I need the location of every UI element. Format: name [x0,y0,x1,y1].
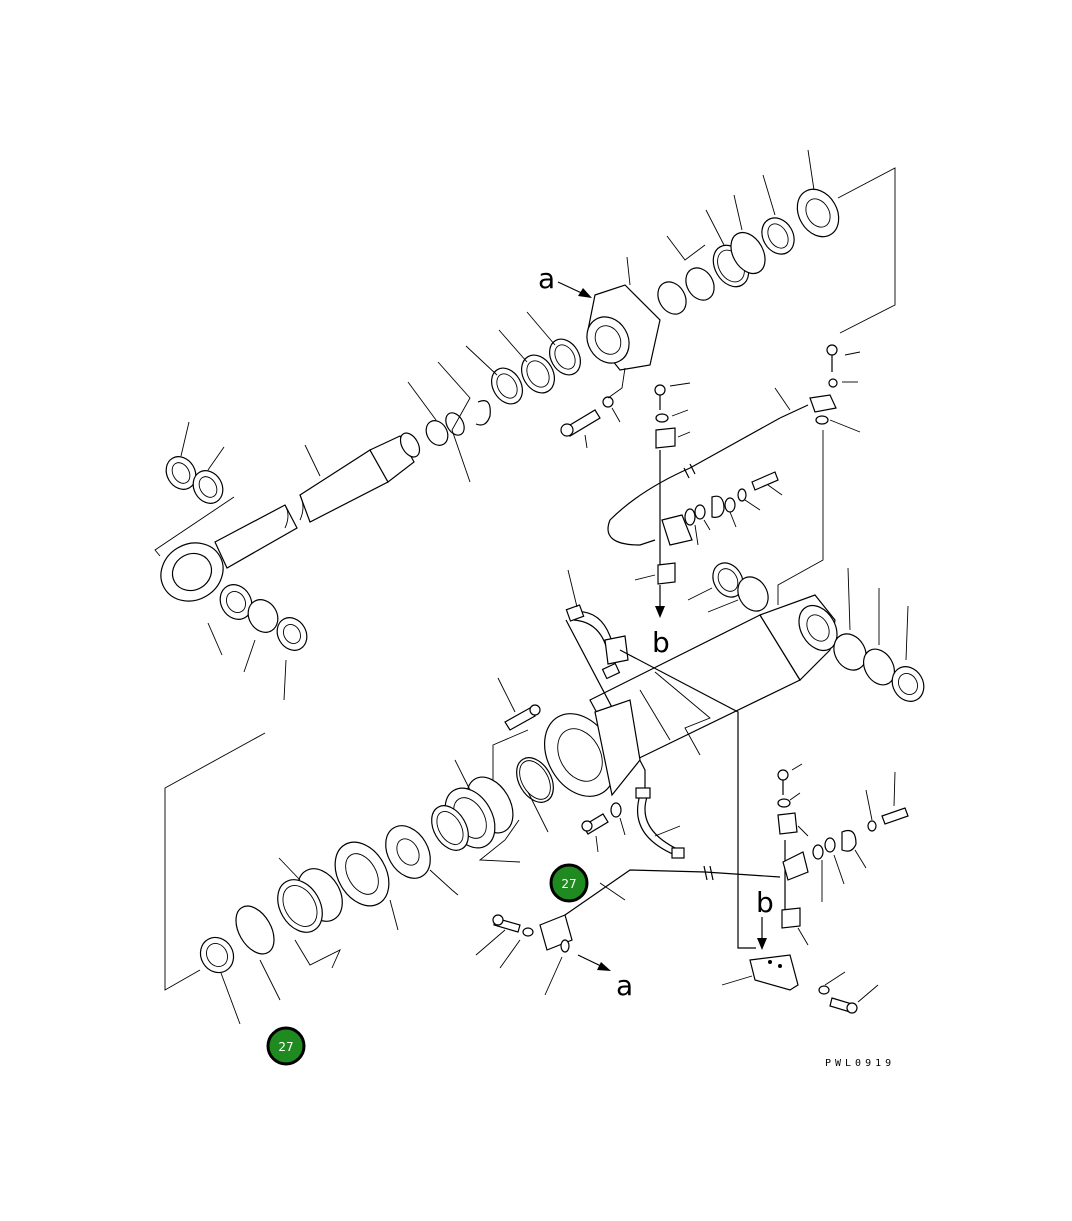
bracket-assembly: b [721,763,909,1014]
view-b-label-bottom: b [756,886,774,919]
hose-assembly-top: b [607,344,861,659]
view-a-arrow-top: a [538,262,592,298]
callout-badge[interactable]: 27 [266,1026,306,1066]
hose-clamp-mid [565,569,756,949]
view-a-label-bottom: a [616,969,633,1002]
callout-badge[interactable]: 27 [549,863,589,903]
leader-lines-top [154,149,896,557]
view-b-label-top: b [652,626,670,659]
callout-badge-label: 27 [278,1040,293,1054]
hose-assembly-bottom: a [475,787,781,1002]
drawing-code: PWL0919 [825,1058,895,1069]
piston-assembly [164,677,641,1025]
callout-badge-label: 27 [561,877,576,891]
view-a-label-top: a [538,262,555,295]
rod-assembly [160,188,840,651]
